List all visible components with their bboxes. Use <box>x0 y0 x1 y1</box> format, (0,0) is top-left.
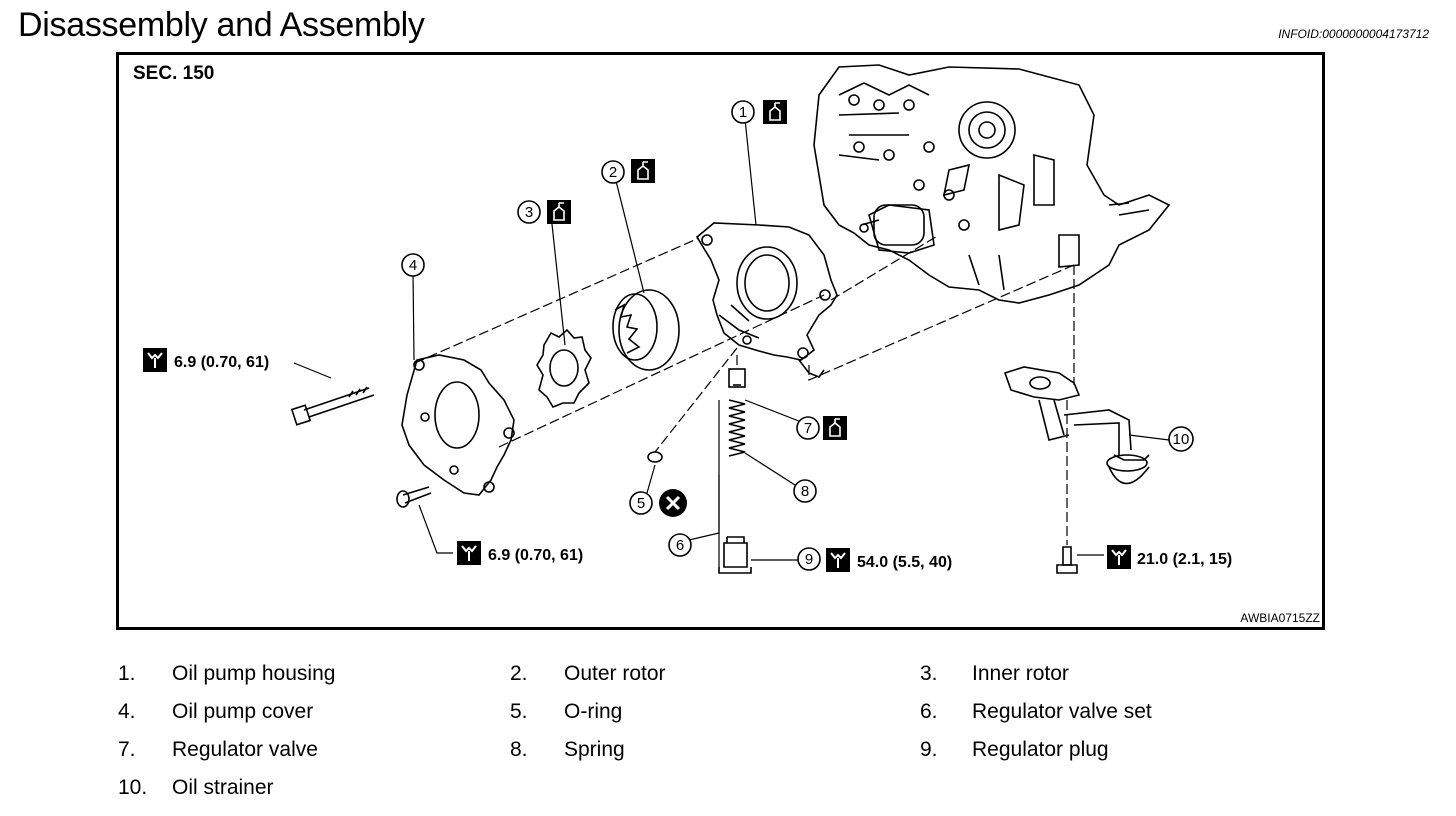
callout-1-label: 1 <box>739 104 747 121</box>
legend-number: 6. <box>920 700 938 723</box>
legend-number: 1. <box>118 662 136 685</box>
page-title: Disassembly and Assembly <box>18 6 425 44</box>
callout-8-label: 8 <box>801 483 809 500</box>
legend-label: Regulator valve <box>172 738 318 761</box>
alignment-lines <box>414 234 1075 545</box>
oil-can-icon <box>763 100 787 124</box>
oil-can-icon <box>547 200 571 224</box>
callout-7: 7 <box>796 416 820 440</box>
inner-rotor-drawing <box>536 328 592 408</box>
outer-rotor-drawing <box>612 289 680 371</box>
diagram-svg: 1 2 3 4 5 6 7 8 <box>143 64 1232 574</box>
callout-8: 8 <box>793 479 817 503</box>
torque-value-strainer-bolt: 21.0 (2.1, 15) <box>1137 551 1232 568</box>
section-label: SEC. 150 <box>133 63 215 84</box>
info-id: INFOID:0000000004173712 <box>1278 27 1429 41</box>
torque-value-lower-cover-bolt: 6.9 (0.70, 61) <box>488 547 583 564</box>
callout-7-label: 7 <box>804 420 812 437</box>
strainer-bolt-drawing <box>1056 546 1078 574</box>
oil-pump-cover-drawing <box>401 354 515 496</box>
legend-label: Inner rotor <box>972 662 1069 685</box>
legend-number: 4. <box>118 700 136 723</box>
torque-wrench-icon <box>1107 545 1131 569</box>
leader-lines <box>293 118 1170 567</box>
legend-number: 10. <box>118 776 148 799</box>
spring-drawing <box>728 399 746 457</box>
callout-5: 5 <box>629 491 653 515</box>
oil-can-icon <box>823 416 847 440</box>
figure-id: AWBIA0715ZZ <box>1240 611 1320 625</box>
torque-value-regulator-plug: 54.0 (5.5, 40) <box>857 554 952 571</box>
callout-4-label: 4 <box>409 257 417 274</box>
legend-label: Oil pump housing <box>172 662 336 685</box>
upper-cover-bolt-drawing <box>290 386 375 426</box>
legend-label: Spring <box>564 738 625 761</box>
torque-wrench-icon <box>143 348 167 372</box>
callout-9: 9 <box>797 547 821 571</box>
callout-6-label: 6 <box>676 537 684 554</box>
legend-label: Regulator plug <box>972 738 1109 761</box>
callout-3: 3 <box>517 200 541 224</box>
legend-number: 5. <box>510 700 528 723</box>
legend-number: 9. <box>920 738 938 761</box>
legend-label: Regulator valve set <box>972 700 1152 723</box>
callout-1: 1 <box>731 100 755 124</box>
callout-6: 6 <box>668 533 692 557</box>
o-ring-drawing <box>647 451 663 463</box>
lower-cover-bolt-drawing <box>396 486 432 508</box>
oil-pump-housing-drawing <box>695 222 838 378</box>
oil-can-icon <box>631 159 655 183</box>
regulator-plug-drawing <box>718 536 752 574</box>
oil-strainer-drawing <box>1003 366 1150 485</box>
regulator-valve-drawing <box>728 368 746 388</box>
torque-wrench-icon <box>457 541 481 565</box>
legend-label: Oil pump cover <box>172 700 314 723</box>
legend-number: 3. <box>920 662 938 685</box>
legend-number: 7. <box>118 738 136 761</box>
legend-label: O-ring <box>564 700 623 723</box>
do-not-reuse-icon <box>659 489 687 517</box>
torque-value-upper-cover-bolt: 6.9 (0.70, 61) <box>174 354 269 371</box>
callout-4: 4 <box>401 253 425 277</box>
torque-wrench-icon <box>826 548 850 572</box>
callout-5-label: 5 <box>637 495 645 512</box>
callout-9-label: 9 <box>805 551 813 568</box>
callout-2-label: 2 <box>609 164 617 181</box>
engine-block-drawing <box>813 64 1171 304</box>
callout-3-label: 3 <box>525 204 533 221</box>
callout-2: 2 <box>601 160 625 184</box>
callout-10-label: 10 <box>1173 431 1190 448</box>
legend-number: 8. <box>510 738 528 761</box>
legend-number: 2. <box>510 662 528 685</box>
legend-label: Oil strainer <box>172 776 274 799</box>
legend-label: Outer rotor <box>564 662 666 685</box>
callout-10: 10 <box>1168 426 1194 452</box>
exploded-diagram: SEC. 150 AWBIA0715ZZ <box>116 52 1325 630</box>
